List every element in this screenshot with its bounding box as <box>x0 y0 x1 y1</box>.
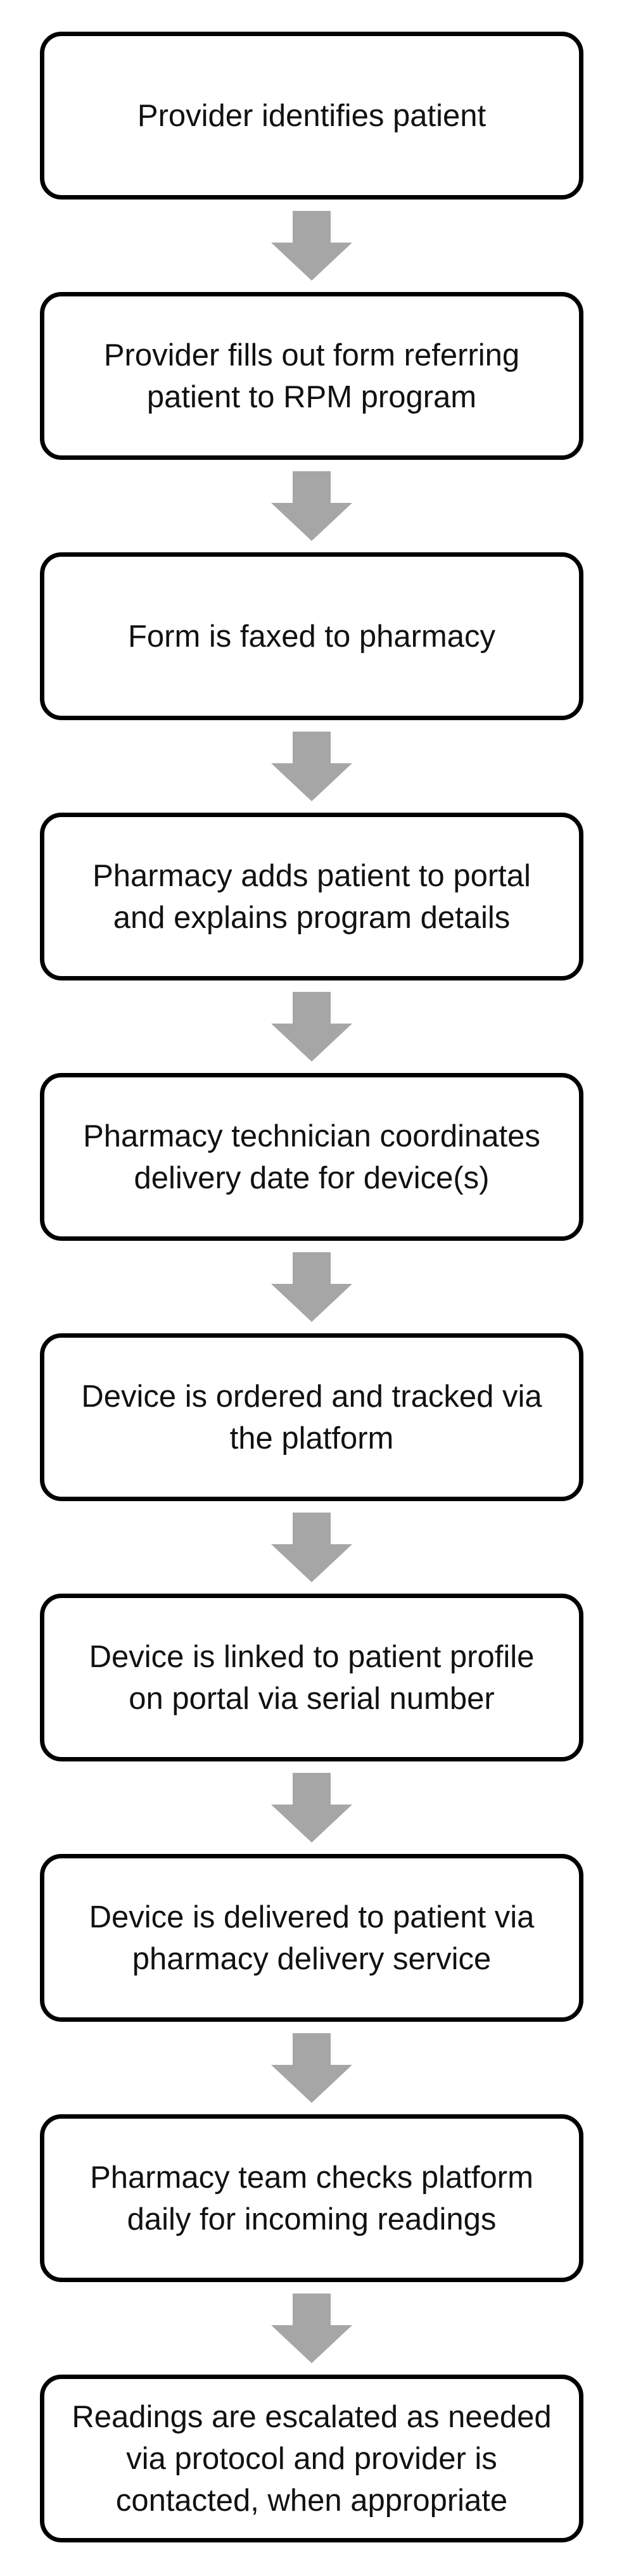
flow-step-5: Pharmacy technician coordinates delivery… <box>40 1073 583 1241</box>
down-arrow-icon <box>271 1252 352 1322</box>
flow-step-7: Device is linked to patient profile on p… <box>40 1594 583 1761</box>
flow-step-10: Readings are escalated as needed via pro… <box>40 2375 583 2542</box>
down-arrow-icon <box>271 211 352 281</box>
flow-step-label: Provider identifies patient <box>137 98 487 133</box>
flow-step-8: Device is delivered to patient via pharm… <box>40 1854 583 2022</box>
flow-step-label: Pharmacy technician coordinates delivery… <box>83 1119 540 1195</box>
flow-step-label: Device is ordered and tracked via the pl… <box>81 1379 542 1456</box>
flow-step-3: Form is faxed to pharmacy <box>40 552 583 720</box>
flow-step-label: Pharmacy adds patient to portal and expl… <box>92 858 531 935</box>
down-arrow-icon <box>271 992 352 1062</box>
flow-step-label: Readings are escalated as needed via pro… <box>72 2399 552 2518</box>
flow-step-label: Device is linked to patient profile on p… <box>89 1639 535 1716</box>
flow-step-1: Provider identifies patient <box>40 32 583 200</box>
down-arrow-icon <box>271 2033 352 2103</box>
down-arrow-icon <box>271 1513 352 1582</box>
flow-step-6: Device is ordered and tracked via the pl… <box>40 1333 583 1501</box>
down-arrow-icon <box>271 2294 352 2363</box>
flow-step-label: Provider fills out form referring patien… <box>103 338 520 414</box>
down-arrow-icon <box>271 732 352 801</box>
down-arrow-icon <box>271 471 352 541</box>
down-arrow-icon <box>271 1773 352 1843</box>
flow-step-2: Provider fills out form referring patien… <box>40 292 583 460</box>
flow-step-4: Pharmacy adds patient to portal and expl… <box>40 813 583 980</box>
flow-step-label: Device is delivered to patient via pharm… <box>89 1900 535 1976</box>
flow-step-9: Pharmacy team checks platform daily for … <box>40 2114 583 2282</box>
flow-step-label: Form is faxed to pharmacy <box>127 619 496 654</box>
flow-step-label: Pharmacy team checks platform daily for … <box>90 2160 533 2237</box>
